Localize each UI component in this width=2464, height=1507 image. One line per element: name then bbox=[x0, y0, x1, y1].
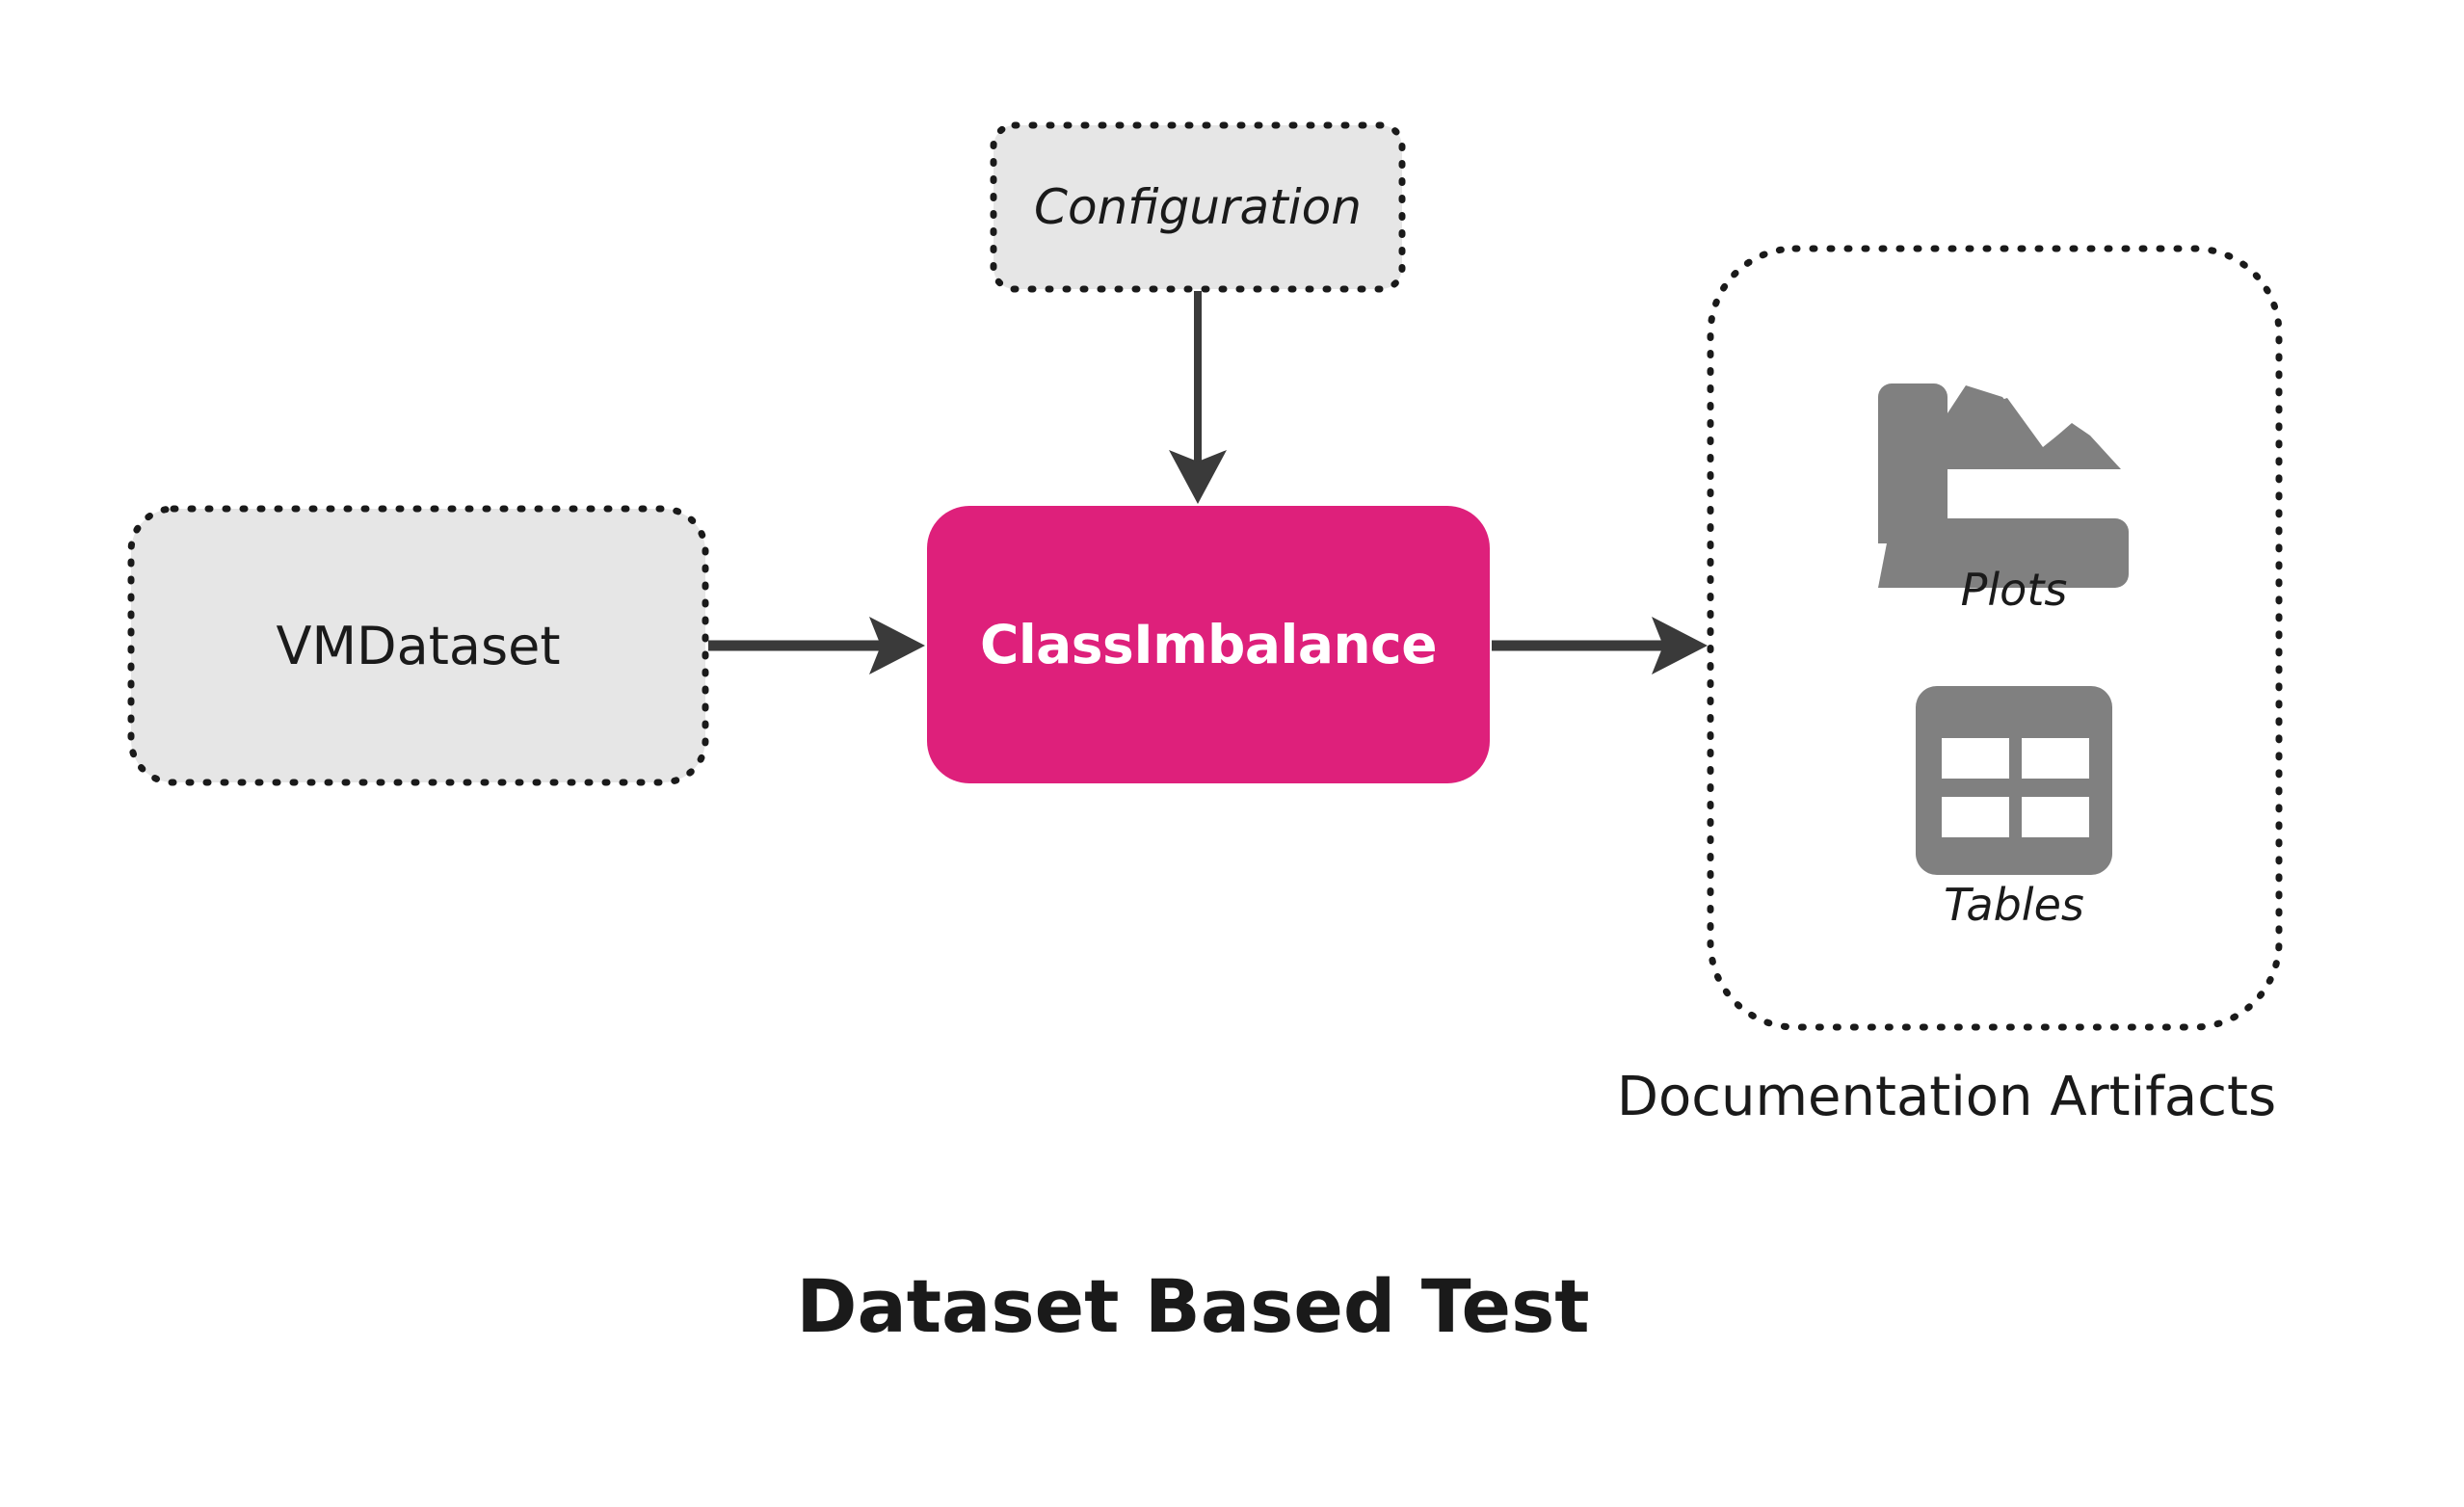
edge-configuration-to-classimbalance bbox=[1169, 291, 1227, 504]
configuration-node[interactable] bbox=[990, 121, 1406, 293]
table-grid-icon bbox=[1916, 686, 2112, 875]
area-chart-icon bbox=[1878, 383, 2129, 588]
edge-vmdataset-to-classimbalance bbox=[708, 617, 925, 674]
classimbalance-node[interactable] bbox=[927, 506, 1490, 783]
documentation-artifacts-container bbox=[1707, 245, 2283, 1031]
vmdataset-node[interactable] bbox=[127, 505, 709, 786]
edge-classimbalance-to-artifacts bbox=[1492, 617, 1708, 674]
